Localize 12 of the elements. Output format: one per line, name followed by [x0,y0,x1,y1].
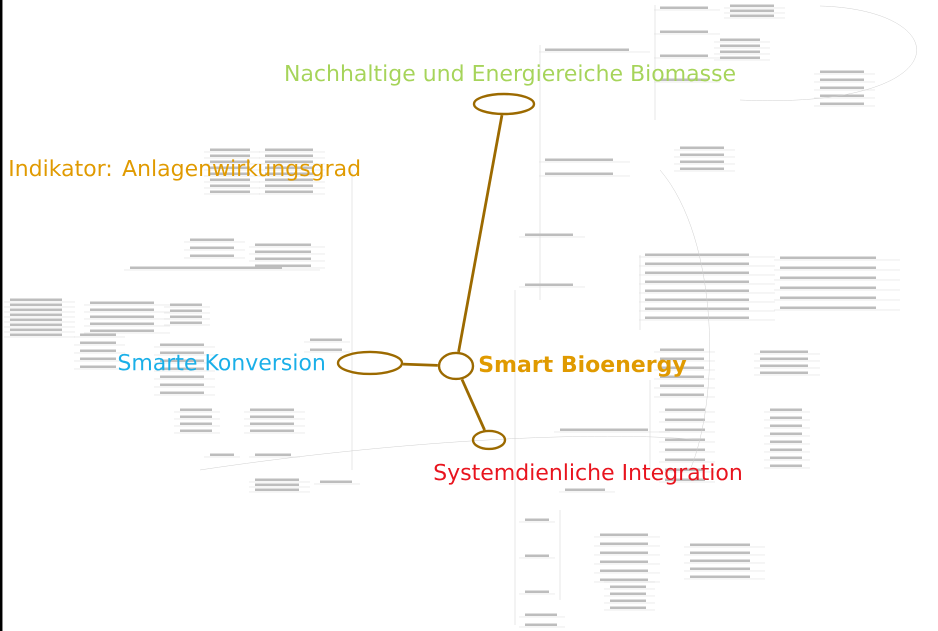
branch-ellipse [472,430,506,450]
indicator-label: Indikator: Anlagenwirkungsgrad [10,159,360,181]
branch-title: Nachhaltige und Energiereiche Biomasse [286,64,735,86]
branch-ellipse [472,92,536,116]
branch-line [403,362,438,367]
branch-title: Smarte Konversion [118,353,324,370]
branch-line [460,378,486,431]
branch-ellipse [336,350,404,376]
branch-line [457,114,504,352]
branch-ellipse [438,352,474,380]
branch-title: Systemdienliche Integration [434,463,741,485]
branch-title: Smart Bioenergy [480,355,686,377]
